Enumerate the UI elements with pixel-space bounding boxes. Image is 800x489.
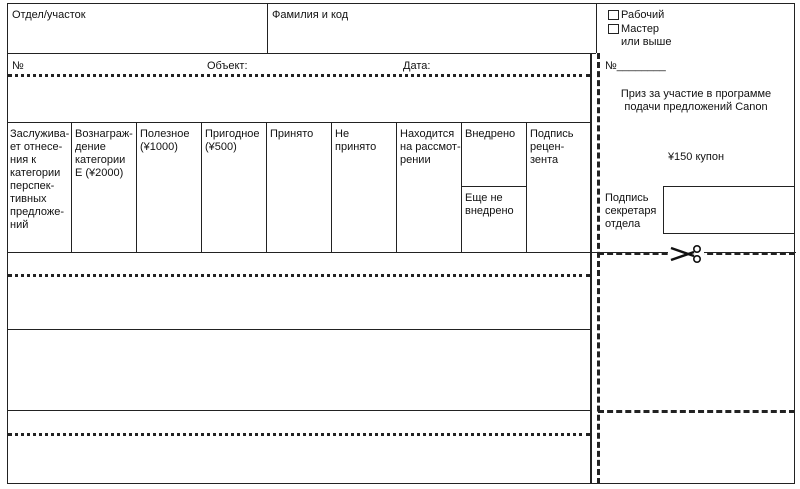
- category-under-review: Находится на рассмот- рении: [400, 128, 461, 166]
- dotted-line-1: [8, 74, 590, 77]
- col-line-1: [71, 122, 72, 252]
- implemented-split-line: [461, 186, 526, 187]
- category-table-bottom: [7, 252, 796, 253]
- header-divider-2: [596, 3, 597, 53]
- category-not-implemented: Еще не внедрено: [465, 192, 514, 217]
- col-line-4: [266, 122, 267, 252]
- category-implemented: Внедрено: [465, 128, 516, 140]
- name-code-label: Фамилия и код: [272, 9, 349, 21]
- cut-line-bottom: [598, 410, 795, 413]
- col-line-8: [526, 122, 527, 252]
- category-prospective: Заслужива- ет отнесе- ния к категории пе…: [10, 128, 70, 231]
- header-bottom-line: [7, 53, 596, 54]
- category-accepted: Принято: [270, 128, 314, 140]
- department-label: Отдел/участок: [12, 9, 86, 21]
- number-label: №: [12, 60, 24, 72]
- col-line-5: [331, 122, 332, 252]
- category-award-e: Вознаграж- дение категории E (¥2000): [75, 128, 133, 179]
- coupon-prize-text: Приз за участие в программе подачи предл…: [620, 88, 772, 113]
- category-reviewer-signature: Подпись рецен- зента: [530, 128, 574, 166]
- cut-line-vertical: [597, 53, 600, 484]
- dotted-line-3: [8, 433, 590, 436]
- worker-option-label: Рабочий: [621, 9, 665, 21]
- row-line-lower-2: [7, 410, 590, 411]
- category-useful: Полезное (¥1000): [140, 128, 190, 153]
- row-line-lower-1: [7, 329, 590, 330]
- col-line-2: [136, 122, 137, 252]
- coupon-number-label: №________: [605, 60, 666, 72]
- category-table-top: [7, 122, 590, 123]
- scissors-icon: [668, 244, 704, 264]
- category-suitable: Пригодное (¥500): [205, 128, 260, 153]
- master-option-label: Мастер или выше: [621, 23, 672, 48]
- coupon-value: ¥150 купон: [667, 151, 725, 163]
- header-divider-1: [267, 3, 268, 53]
- dotted-line-2: [8, 274, 590, 277]
- coupon-signature-label: Подпись секретаря отдела: [605, 192, 657, 230]
- worker-checkbox[interactable]: [608, 10, 619, 20]
- date-label: Дата:: [403, 60, 431, 72]
- object-label: Объект:: [207, 60, 248, 72]
- secretary-signature-box[interactable]: [663, 186, 795, 234]
- form-frame: [7, 3, 795, 484]
- col-line-6: [396, 122, 397, 252]
- coupon-separator: [590, 53, 592, 484]
- col-line-3: [201, 122, 202, 252]
- category-not-accepted: Не принято: [335, 128, 377, 153]
- master-checkbox[interactable]: [608, 24, 619, 34]
- col-line-7: [461, 122, 462, 252]
